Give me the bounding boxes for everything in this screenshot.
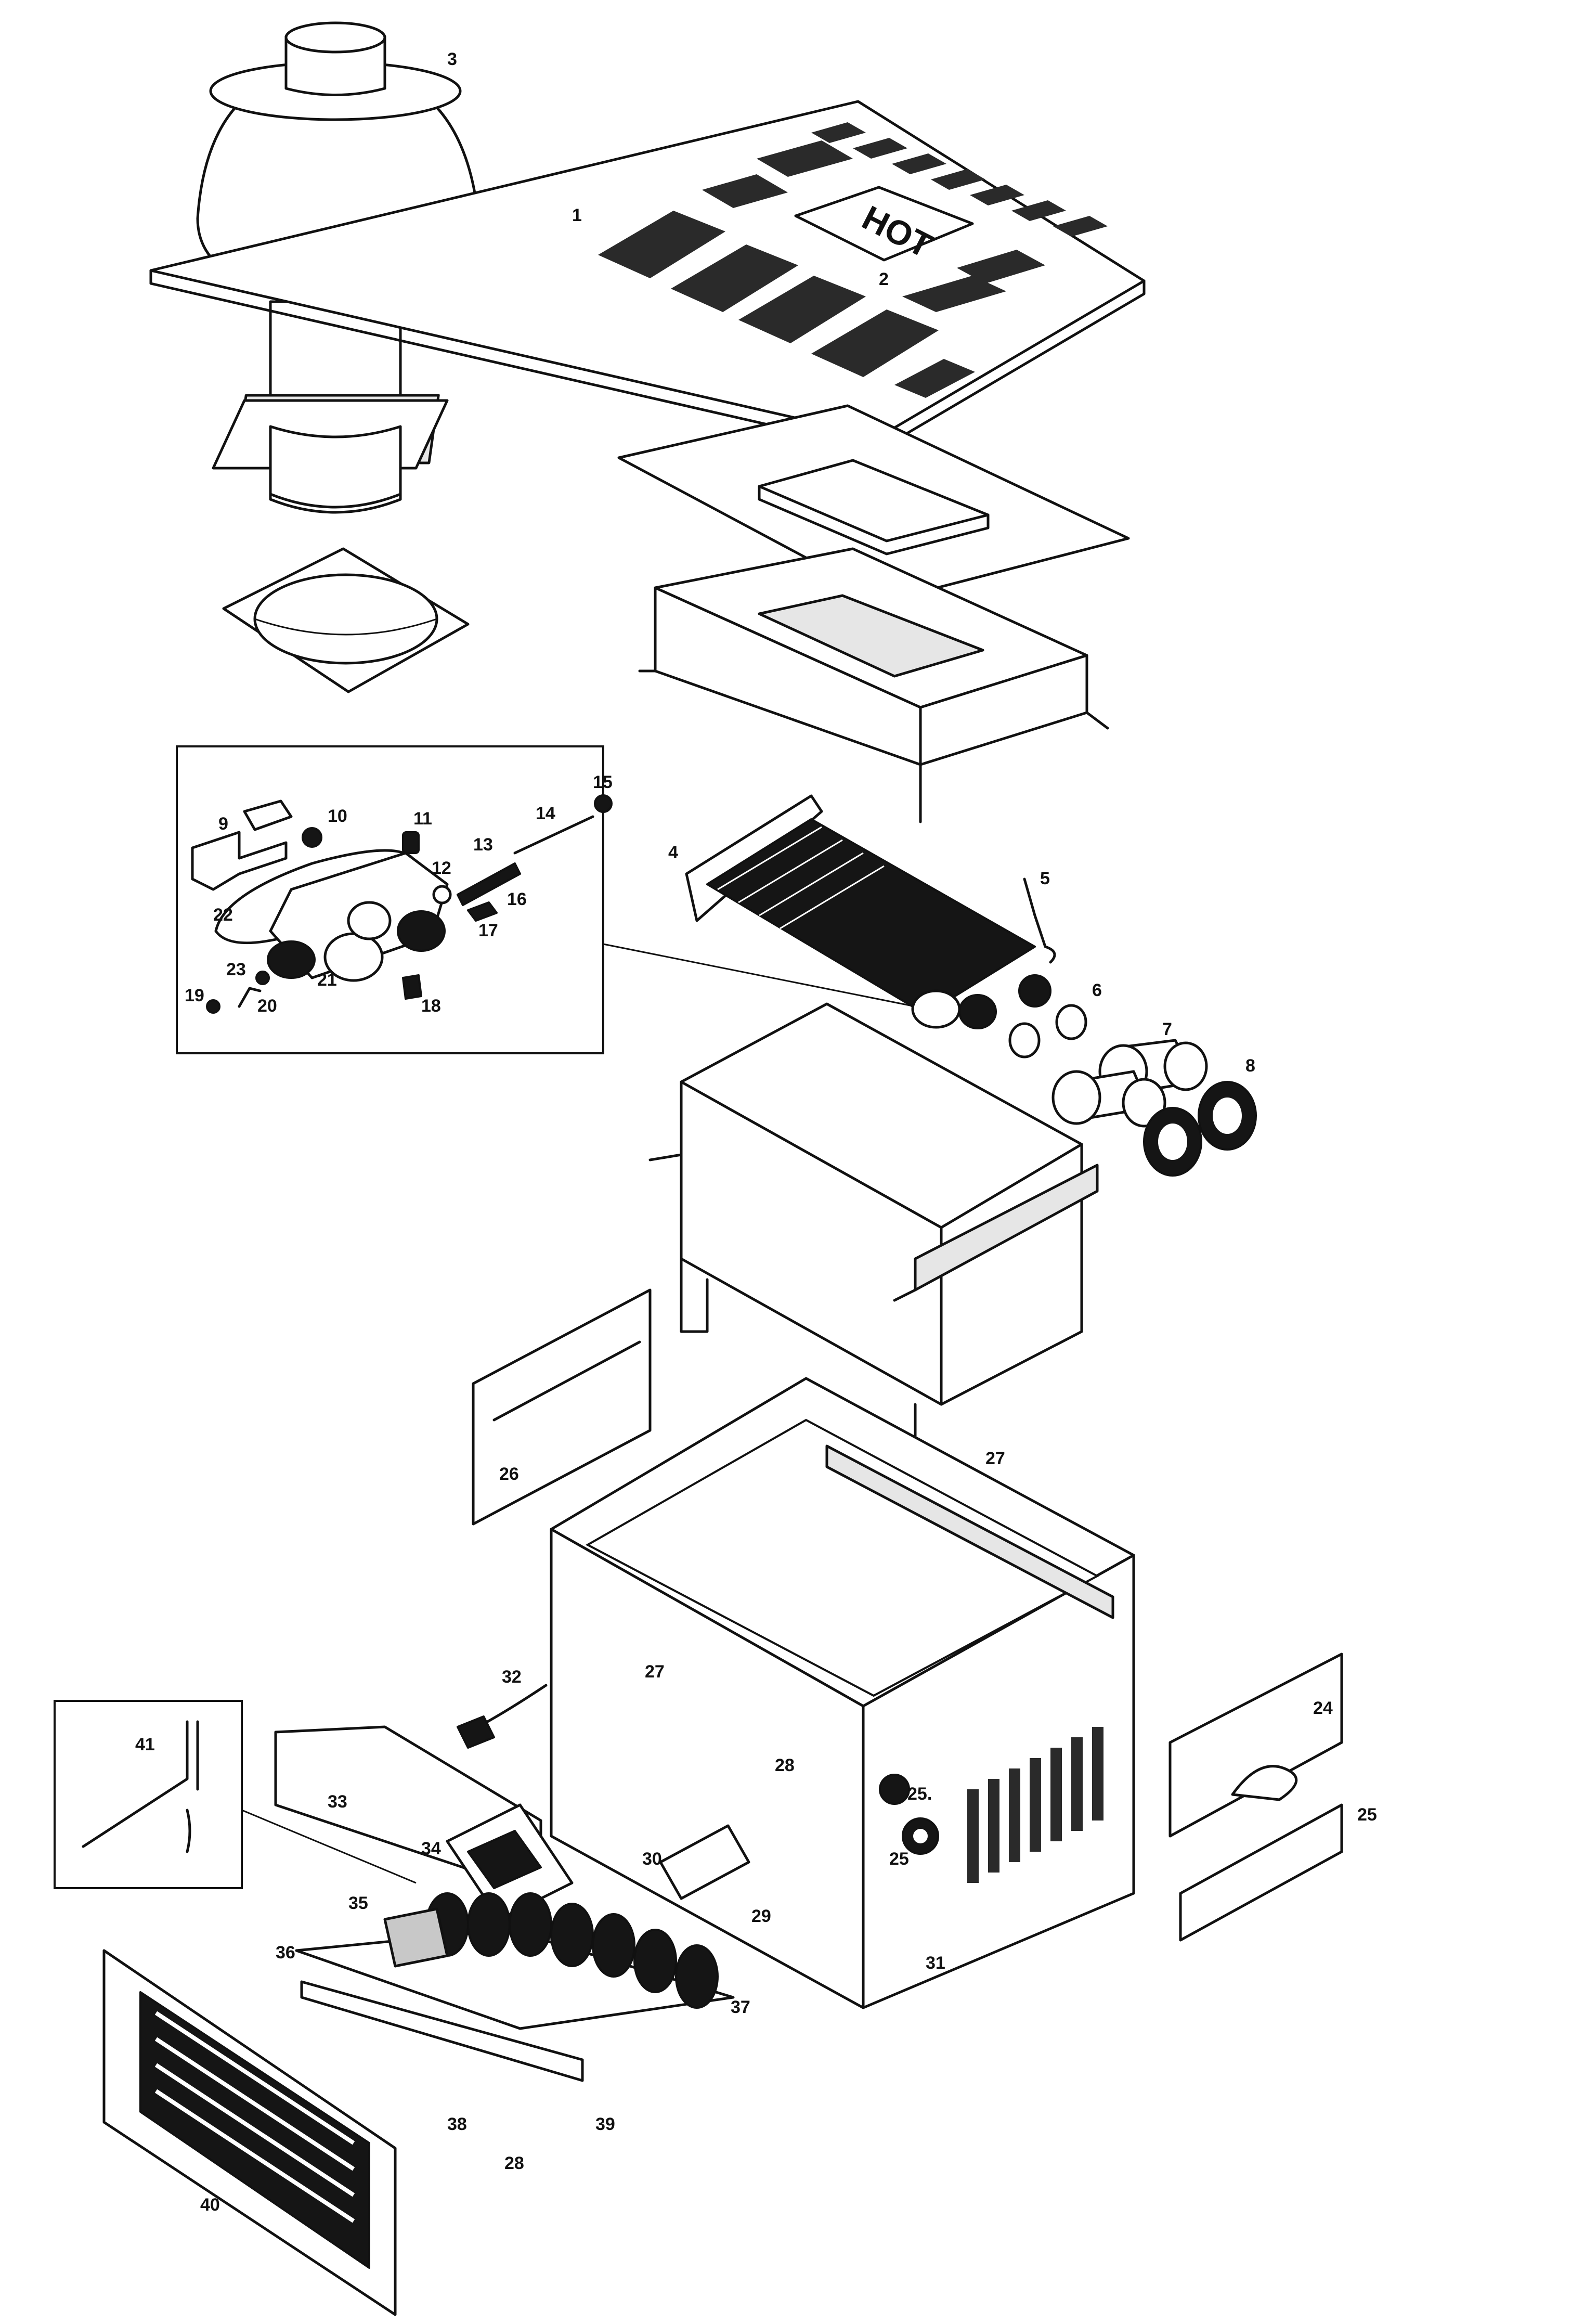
callout-19: 19 [185,986,204,1005]
parts-fittings [1008,1004,1257,1177]
part-side-panel-26 [472,1288,652,1526]
callout-36: 36 [276,1943,295,1963]
part-top-cover: HOT [149,100,1146,451]
callout-40: 40 [200,2195,220,2215]
callout-37: 37 [731,1997,750,2017]
part-burner-tray [274,1725,750,2082]
callout-14: 14 [536,804,555,823]
callout-21: 21 [317,970,337,990]
callout-26: 26 [499,1464,519,1484]
callout-11: 11 [413,809,432,829]
callout-31: 31 [926,1953,945,1973]
callout-9: 9 [218,814,228,834]
callout-4: 4 [668,843,678,862]
callout-27-top: 27 [985,1449,1005,1468]
callout-18: 18 [421,996,441,1016]
callout-25-dot: 25. [907,1784,932,1804]
callout-39: 39 [595,2114,615,2134]
callout-22: 22 [213,905,233,925]
part-front-panel-40 [102,1949,397,2316]
part-top-gasket [617,404,1130,602]
callout-8: 8 [1245,1056,1255,1076]
callout-35: 35 [348,1893,368,1913]
part-combustion-chamber [648,1002,1099,1468]
part-power-cord [457,1684,548,1749]
callout-labels: 1 2 3 4 5 6 7 8 9 10 11 12 13 14 15 16 1… [135,49,1377,2215]
part-flue-stack [196,21,480,693]
callout-2: 2 [879,269,889,289]
callout-15: 15 [593,772,613,792]
part-rear-panels [1168,1652,1343,1942]
inset-header-parts [176,745,916,1054]
callout-10: 10 [328,806,347,826]
callout-13: 13 [473,835,493,855]
callout-38: 38 [447,2114,467,2134]
callout-17: 17 [478,921,498,940]
callout-27-inner: 27 [645,1662,665,1682]
part-cabinet-frame [550,1377,1135,2009]
callout-34: 34 [421,1839,441,1858]
callout-1: 1 [572,205,582,225]
callout-6: 6 [1092,980,1102,1000]
callout-7: 7 [1162,1019,1172,1039]
callout-20: 20 [257,996,277,1016]
callout-28-inner: 28 [775,1755,795,1775]
callout-29: 29 [751,1906,771,1926]
callout-33: 33 [328,1792,347,1812]
callout-41: 41 [135,1735,155,1754]
callout-24: 24 [1313,1698,1333,1718]
callout-16: 16 [507,889,527,909]
callout-5: 5 [1040,869,1050,888]
callout-25-rear: 25 [1357,1805,1377,1825]
part-top-housing [638,547,1109,823]
inset-pilot-assembly [54,1700,417,1889]
callout-28-bottom: 28 [504,2153,524,2173]
callout-25-front: 25 [889,1849,909,1869]
callout-30: 30 [642,1849,662,1869]
callout-32: 32 [502,1667,522,1687]
callout-3: 3 [447,49,457,69]
callout-23: 23 [226,960,246,979]
callout-12: 12 [432,858,451,878]
part-heat-exchanger [685,794,1056,1029]
